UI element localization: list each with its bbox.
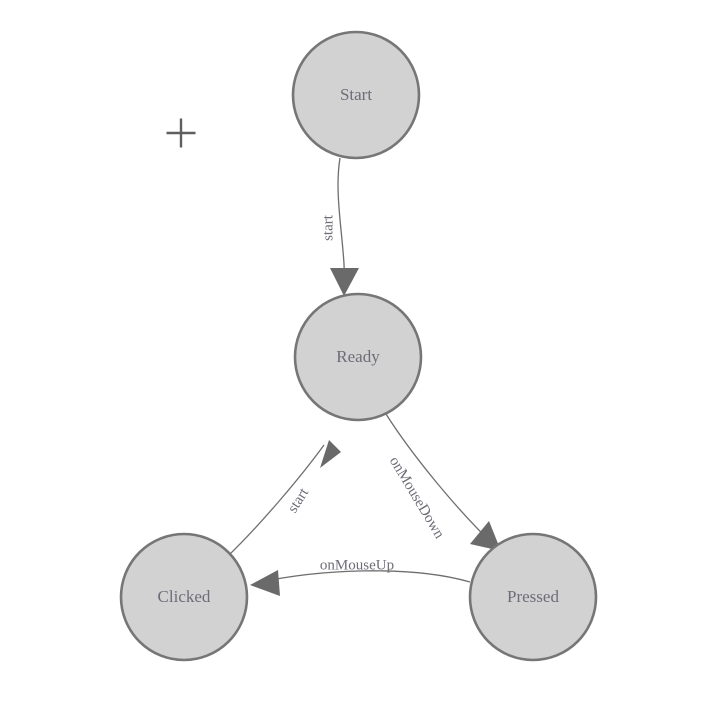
edge-start-to-ready[interactable]: start — [320, 157, 359, 296]
arrow-head-icon — [250, 570, 280, 596]
plus-marker-icon[interactable] — [166, 118, 196, 148]
edge-line — [255, 570, 471, 584]
edge-label-on-mouse-up: onMouseUp — [320, 557, 394, 573]
node-pressed[interactable]: Pressed — [468, 532, 598, 662]
arrow-head-icon — [320, 440, 341, 468]
node-circle — [468, 532, 598, 662]
node-label-clicked: Clicked — [158, 587, 211, 606]
edge-line — [227, 444, 325, 557]
node-circle — [293, 292, 423, 422]
edge-label-on-mouse-down: onMouseDown — [386, 454, 448, 542]
nodes-layer: Start Ready Clicked Pressed — [119, 30, 598, 662]
node-ready[interactable]: Ready — [293, 292, 423, 422]
markers-layer — [166, 118, 196, 148]
edge-label-start-to-ready: start — [320, 214, 336, 241]
edge-pressed-to-clicked[interactable]: onMouseUp — [250, 557, 471, 596]
node-label-start: Start — [340, 85, 372, 104]
arrow-head-icon — [330, 268, 359, 296]
arrow-head-icon — [470, 521, 501, 551]
node-label-pressed: Pressed — [507, 587, 559, 606]
node-start[interactable]: Start — [291, 30, 421, 160]
edge-ready-to-pressed[interactable]: onMouseDown — [385, 413, 501, 551]
edge-clicked-to-ready[interactable]: start — [227, 440, 341, 557]
node-clicked[interactable]: Clicked — [119, 532, 249, 662]
node-circle — [291, 30, 421, 160]
node-label-ready: Ready — [336, 347, 380, 366]
node-circle — [119, 532, 249, 662]
